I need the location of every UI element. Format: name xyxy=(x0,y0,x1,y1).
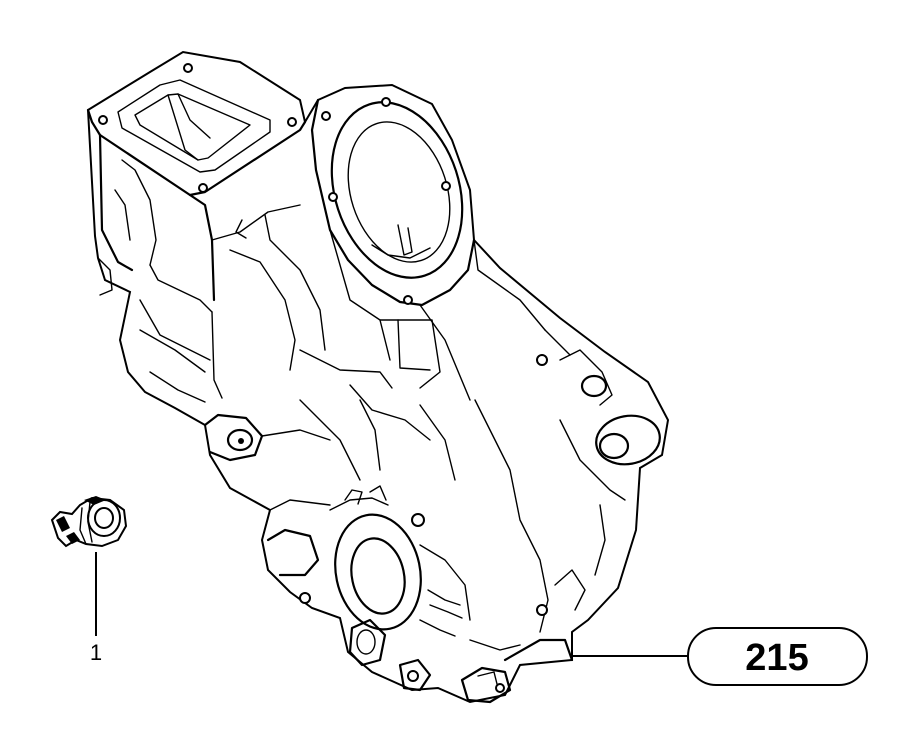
part-number-215: 215 xyxy=(745,637,808,679)
timing-cover-housing-icon xyxy=(86,50,670,704)
part-number-1: 1 xyxy=(90,640,102,665)
part-callout-215[interactable]: 215 xyxy=(687,627,868,686)
callout-oval xyxy=(687,627,868,686)
pressure-switch-icon xyxy=(50,496,128,548)
